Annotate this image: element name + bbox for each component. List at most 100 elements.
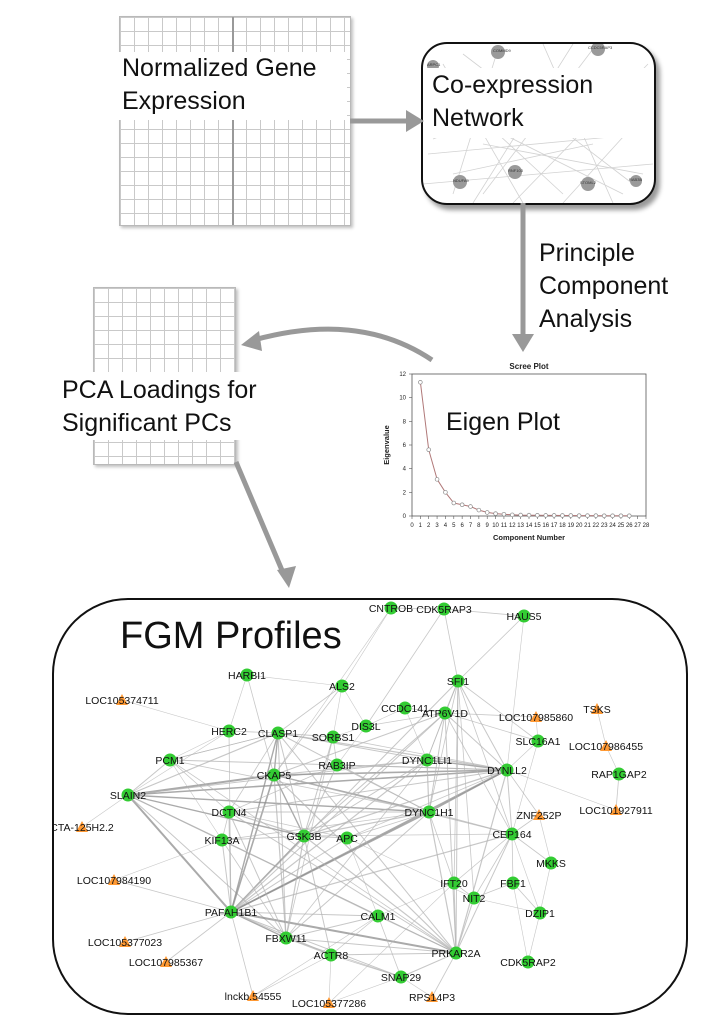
- network-edge: [246, 674, 275, 776]
- y-tick-label: 8: [403, 419, 407, 425]
- node-label: DYNLL2: [487, 765, 527, 777]
- network-edge: [303, 835, 332, 956]
- network-edge: [228, 811, 287, 939]
- x-tick-label: 11: [501, 523, 508, 529]
- network-edge: [273, 774, 457, 954]
- lnc-node: [591, 703, 603, 714]
- gene-node: [517, 609, 531, 623]
- gene-node: [451, 674, 465, 688]
- arrow-to-loadings: [253, 326, 434, 363]
- gene-node: [222, 805, 236, 819]
- data-point: [543, 513, 548, 518]
- gene-node: [521, 955, 535, 969]
- network-edge: [127, 794, 287, 939]
- network-edge: [457, 680, 513, 835]
- network-edge: [332, 736, 508, 771]
- network-edge: [511, 740, 539, 835]
- thumb-node-label: RNF103: [508, 168, 524, 173]
- arrowhead-profiles: [277, 566, 296, 588]
- x-tick-label: 0: [410, 523, 414, 529]
- network-edge: [121, 699, 230, 732]
- network-edge: [428, 712, 446, 813]
- node-label: HERC2: [211, 726, 247, 738]
- network-edge: [473, 882, 514, 899]
- network-edge: [303, 835, 457, 954]
- node-label: ACTR8: [314, 950, 349, 962]
- node-label: MKKS: [536, 858, 566, 870]
- node-label: LOC107985367: [129, 957, 203, 969]
- chart-title: Scree Plot: [509, 362, 548, 371]
- node-label: IFT20: [440, 878, 468, 890]
- network-edge: [303, 769, 508, 837]
- lnc-node: [247, 990, 259, 1001]
- network-edge: [443, 608, 459, 682]
- network-edge: [127, 732, 279, 796]
- network-edge: [365, 707, 406, 727]
- lnc-node: [600, 740, 612, 751]
- node-label: HAUS5: [506, 611, 541, 623]
- network-edge: [246, 674, 343, 687]
- x-tick-label: 21: [584, 523, 591, 529]
- network-edge: [506, 740, 539, 771]
- network-edge: [303, 764, 338, 837]
- gene-node: [297, 829, 311, 843]
- gene-node: [335, 679, 349, 693]
- network-edge: [230, 911, 254, 997]
- network-edge: [428, 811, 455, 884]
- node-label: CEP164: [492, 829, 531, 841]
- network-edge: [303, 712, 446, 837]
- network-edge: [81, 794, 129, 828]
- x-tick-label: 18: [559, 523, 566, 529]
- data-point: [484, 510, 490, 515]
- coexpression-label: Co-expression Network: [432, 71, 594, 132]
- node-label: CKAP5: [257, 770, 292, 782]
- network-edge: [169, 730, 230, 761]
- node-label: KIF13A: [204, 835, 239, 847]
- network-edge: [390, 607, 445, 610]
- network-edge: [428, 769, 508, 813]
- network-edge: [457, 680, 539, 742]
- y-tick-label: 6: [403, 443, 407, 449]
- network-edge: [228, 811, 457, 954]
- x-tick-label: 15: [534, 523, 541, 529]
- node-label: NIT2: [463, 893, 486, 905]
- pca-step-line-3: Analysis: [539, 305, 633, 333]
- gene-node: [437, 602, 451, 616]
- network-edge: [127, 730, 230, 796]
- node-label: LOC105374711: [85, 695, 159, 707]
- fgm-profiles-title: FGM Profiles: [120, 615, 342, 657]
- x-tick-label: 20: [576, 523, 583, 529]
- gene-node: [163, 753, 177, 767]
- x-tick-label: 8: [477, 523, 481, 529]
- network-edge: [221, 839, 287, 939]
- node-label: DYNC1LI1: [402, 755, 452, 767]
- thumb-node-label: CCDC5RAP3: [588, 45, 613, 50]
- x-tick-label: 4: [444, 523, 448, 529]
- network-edge: [400, 952, 457, 978]
- gene-node: [447, 876, 461, 890]
- network-edge: [303, 759, 428, 837]
- network-edge: [512, 882, 529, 963]
- network-edge: [538, 814, 552, 864]
- network-edge: [285, 759, 428, 939]
- network-edge: [404, 707, 428, 761]
- x-tick-label: 23: [601, 523, 608, 529]
- network-edge: [230, 833, 513, 913]
- network-edge: [230, 732, 279, 913]
- network-edge: [127, 794, 232, 913]
- y-tick-label: 10: [399, 396, 406, 402]
- network-edge: [455, 897, 475, 954]
- gene-node: [500, 763, 514, 777]
- network-edge: [512, 882, 541, 914]
- network-edge: [328, 954, 332, 1004]
- gene-node: [215, 833, 229, 847]
- loadings-label-band: [60, 372, 292, 440]
- node-label: LOC105377023: [88, 937, 162, 949]
- data-point: [501, 511, 507, 517]
- gene-node: [359, 719, 373, 733]
- network-edge: [273, 774, 305, 837]
- network-edge: [511, 833, 552, 864]
- network-edge: [228, 730, 279, 734]
